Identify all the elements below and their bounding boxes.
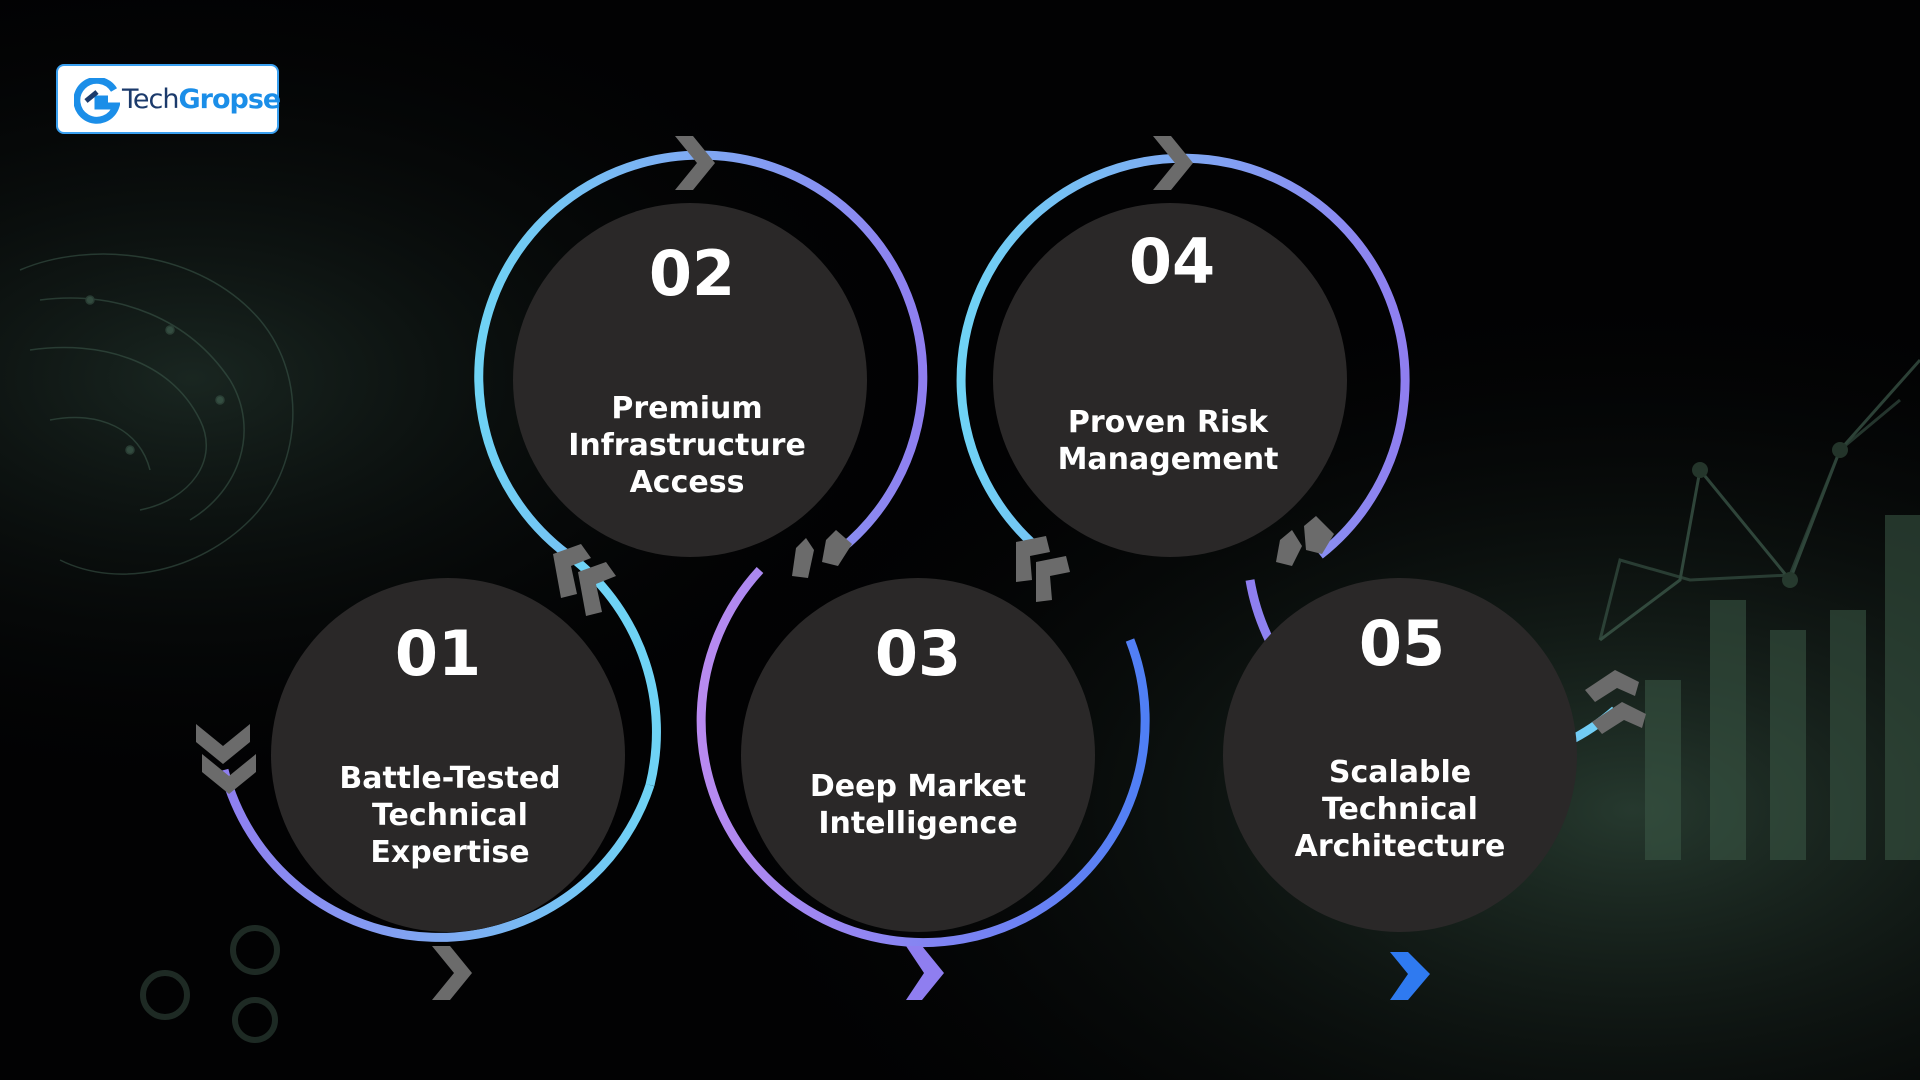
chevron-double-up-icon — [1585, 670, 1639, 702]
brand-name-part-1: Tech — [122, 84, 179, 115]
step-label-04-line-2: Management — [1058, 442, 1279, 477]
chevron-double-up-icon — [1592, 702, 1646, 734]
brand-name-part-2: Gropse — [178, 84, 281, 115]
arrows — [196, 136, 1646, 1000]
step-02: 02 Premium Infrastructure Access — [568, 237, 806, 500]
step-number-03: 03 — [875, 617, 961, 690]
chevron-right-icon — [675, 136, 715, 190]
step-number-05: 05 — [1359, 607, 1445, 680]
chevron-double-left-icon — [1016, 536, 1050, 582]
ring-03-bottom-arc — [696, 566, 1150, 948]
step-label-05-line-1: Scalable — [1329, 755, 1471, 790]
step-label-05-line-2: Technical — [1322, 792, 1478, 827]
step-label-01-line-1: Battle-Tested — [339, 761, 560, 796]
chevron-down-icon — [202, 754, 256, 794]
chevron-double-left-icon — [578, 562, 616, 616]
step-label-02-line-1: Premium — [611, 391, 762, 426]
chevron-down-icon — [196, 724, 250, 764]
step-label-04-line-1: Proven Risk — [1068, 405, 1269, 440]
step-circle-04 — [993, 203, 1347, 557]
step-number-04: 04 — [1129, 225, 1215, 298]
chevron-double-left-icon — [822, 530, 852, 566]
step-label-03-line-2: Intelligence — [818, 806, 1017, 841]
chevron-double-left-icon — [1304, 516, 1334, 554]
brand-name: TechGropse — [122, 84, 281, 115]
step-label-03-line-1: Deep Market — [810, 769, 1026, 804]
blue-arrows — [906, 946, 1430, 1000]
gear-graphic — [140, 925, 280, 1043]
step-label-01-line-2: Technical — [372, 798, 528, 833]
brand-logo[interactable]: TechGropse — [56, 64, 281, 134]
step-number-01: 01 — [395, 617, 481, 690]
chevron-double-left-icon — [1036, 556, 1070, 602]
chevron-down-icon — [1390, 952, 1430, 1000]
chevron-right-icon — [432, 946, 472, 1000]
step-label-02-line-3: Access — [630, 465, 745, 500]
brain-graphic — [19, 253, 294, 575]
ring-connector-01 — [572, 556, 661, 787]
step-circle-02 — [513, 203, 867, 557]
ring-01-bottom-arc — [219, 768, 655, 942]
step-number-02: 02 — [649, 237, 735, 310]
chevron-double-left-icon — [553, 544, 591, 598]
step-05: 05 Scalable Technical Architecture — [1295, 607, 1506, 864]
step-circle-05 — [1223, 578, 1577, 932]
step-circle-03 — [741, 578, 1095, 932]
step-03: 03 Deep Market Intelligence — [810, 617, 1026, 841]
step-circle-01 — [271, 578, 625, 932]
chevron-right-icon — [1153, 136, 1193, 190]
step-label-02-line-2: Infrastructure — [568, 428, 806, 463]
chevron-double-left-icon — [1276, 530, 1302, 566]
step-04: 04 Proven Risk Management — [1058, 225, 1279, 477]
step-label-01-line-3: Expertise — [370, 835, 529, 870]
chevron-right-icon — [906, 946, 944, 1000]
step-circles — [271, 203, 1577, 932]
step-01: 01 Battle-Tested Technical Expertise — [339, 617, 560, 870]
step-label-05-line-3: Architecture — [1295, 829, 1506, 864]
g-logo-icon — [74, 78, 120, 124]
chevron-double-left-icon — [792, 538, 814, 578]
chart-graphic — [1598, 359, 1920, 860]
